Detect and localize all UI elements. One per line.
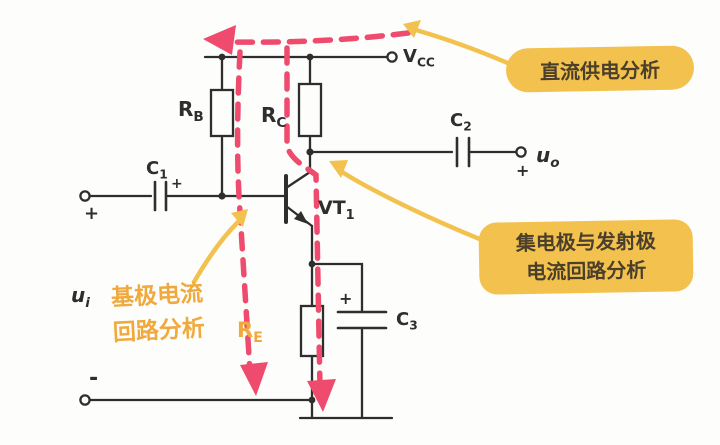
label-re: RE [237, 318, 263, 347]
current-loop-dashes [229, 30, 411, 391]
callout-collector-emitter-analysis: 集电极与发射极 电流回路分析 [478, 219, 694, 295]
ce-callout-arrow [339, 169, 485, 243]
label-uo: uo [536, 143, 560, 171]
transistor-vt1-symbol [284, 170, 314, 228]
label-rb: RB [178, 97, 204, 125]
callout-base-line2: 回路分析 [112, 315, 206, 346]
dc-callout-arrow [413, 27, 513, 67]
current-loop-arrowheads [203, 25, 336, 412]
base-callout-arrowhead-icon [231, 209, 248, 227]
label-rc: RC [261, 103, 287, 131]
callout-base-current-analysis: 基极电流 回路分析 [110, 277, 205, 351]
capacitor-c1-symbol [153, 180, 168, 212]
transistor-collector-lead [284, 170, 312, 190]
callout-dc-supply-text: 直流供电分析 [539, 57, 661, 84]
callout-base-line1: 基极电流 [110, 280, 204, 312]
callout-arrows [191, 27, 513, 285]
resistor-rc-symbol [297, 82, 323, 138]
plus-sign-output: + [516, 161, 530, 180]
plus-sign-c3: + [339, 289, 353, 308]
resistor-re-symbol [299, 304, 325, 358]
ce-loop-arrow-down-icon [307, 379, 336, 412]
c3-top-wire [310, 262, 364, 314]
vcc-terminal [386, 51, 398, 63]
dc-callout-arrowhead-icon [403, 20, 421, 38]
callout-dc-supply-analysis: 直流供电分析 [505, 45, 695, 93]
ce-callout-arrowhead-icon [329, 160, 348, 178]
collector-emitter-loop-dash [284, 45, 323, 391]
resistor-rb-symbol [209, 88, 235, 138]
loop-top-dash [229, 30, 411, 45]
label-vcc: VCC [403, 46, 435, 70]
label-vt1: VT1 [318, 197, 355, 223]
label-c3: C3 [396, 309, 418, 333]
capacitor-c2-symbol [455, 136, 471, 168]
plus-sign-c1: + [171, 176, 183, 192]
base-loop-arrow-down-icon [240, 362, 268, 396]
label-ui: ui [71, 283, 90, 311]
base-loop-dash [234, 49, 253, 375]
callout-ce-line1: 集电极与发射极 [515, 228, 656, 256]
transistor-emitter-arrow [294, 211, 308, 224]
capacitor-c3-symbol [336, 310, 388, 330]
minus-sign-bottom: - [89, 366, 99, 391]
base-callout-arrow [191, 219, 241, 285]
input-terminal [79, 190, 91, 202]
input-ground-terminal [79, 394, 91, 406]
circuit-wires [87, 55, 518, 420]
plus-sign-input: + [84, 203, 100, 224]
callout-ce-line2: 电流回路分析 [526, 257, 647, 285]
label-c1: C1 [146, 158, 168, 182]
label-c2: C2 [450, 110, 472, 134]
junction-dots [218, 53, 316, 404]
callout-arrowheads [231, 20, 421, 227]
loop-arrow-left-icon [203, 25, 236, 55]
output-terminal [515, 146, 527, 158]
